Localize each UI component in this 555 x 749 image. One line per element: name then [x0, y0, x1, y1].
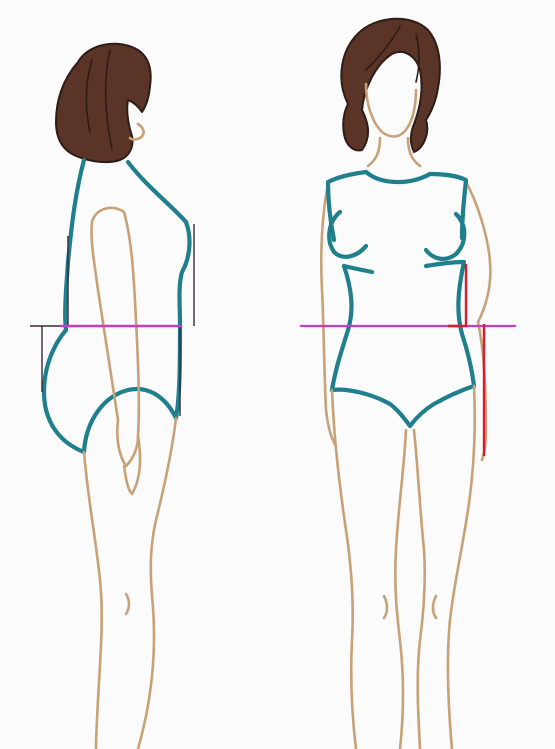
- front-view-swimsuit-bust-right: [426, 214, 464, 259]
- front-view-swimsuit-leg-openings: [332, 386, 474, 426]
- side-view-swimsuit-seat: [44, 330, 84, 452]
- front-view-right-arm: [466, 182, 490, 460]
- front-view-swimsuit-neckline: [366, 172, 430, 182]
- side-view-arm: [91, 208, 138, 466]
- front-view-inner-right-leg: [414, 430, 425, 749]
- front-view-hair: [341, 19, 440, 152]
- side-view-front-leg: [138, 418, 176, 749]
- side-view-bust-frame: [30, 224, 194, 326]
- side-view-swimsuit-leg-opening: [84, 326, 180, 452]
- side-view-hair: [56, 44, 151, 162]
- front-view-swimsuit-left-side: [332, 266, 372, 390]
- front-view-swimsuit-left-shoulder: [328, 172, 366, 240]
- front-view-face: [366, 84, 416, 137]
- side-view-figure: [30, 44, 194, 749]
- side-view-back-leg: [84, 452, 102, 749]
- front-view-right-leg: [448, 386, 475, 749]
- front-view-swimsuit-right-shoulder: [430, 174, 466, 238]
- front-view-inner-left-leg: [395, 430, 406, 749]
- front-view-left-leg: [332, 390, 356, 749]
- side-view-knee-mark: [126, 594, 129, 614]
- side-view-swimsuit-front: [128, 162, 189, 326]
- front-view-figure: [300, 19, 516, 749]
- front-view-knee-marks: [384, 596, 436, 618]
